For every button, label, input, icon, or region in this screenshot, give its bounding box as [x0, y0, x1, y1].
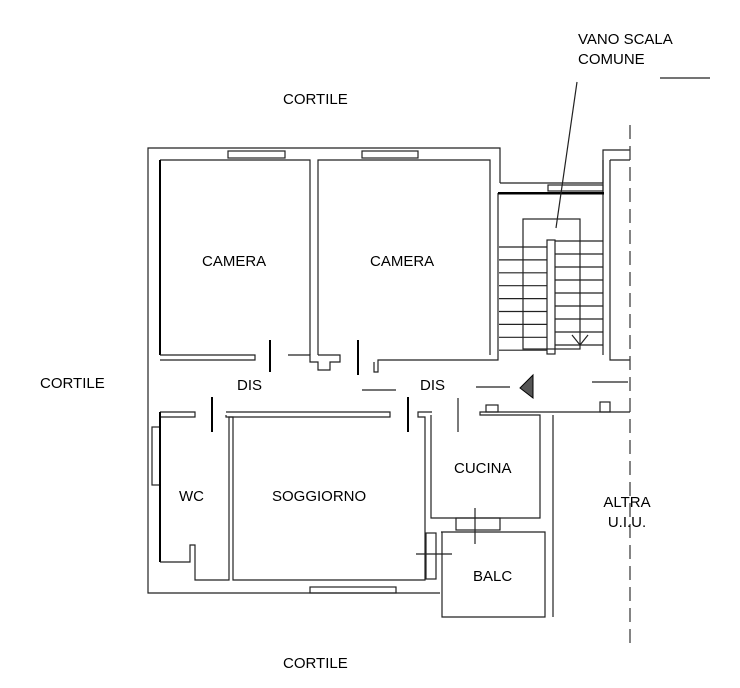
- label-vano-scala: VANO SCALA COMUNE: [578, 30, 673, 70]
- label-cortile-top: CORTILE: [283, 91, 348, 108]
- label-vano-scala-line2: COMUNE: [578, 51, 645, 68]
- label-dis-right: DIS: [420, 377, 446, 394]
- label-cortile-bottom: CORTILE: [283, 655, 348, 672]
- label-dis-left: DIS: [237, 377, 263, 394]
- label-cortile-left: CORTILE: [40, 375, 105, 392]
- label-vano-scala-line1: VANO SCALA: [578, 31, 673, 48]
- label-balc: BALC: [473, 568, 513, 585]
- label-cucina: CUCINA: [454, 460, 512, 477]
- staircase: [498, 192, 604, 355]
- label-altra-line2: U.I.U.: [607, 514, 647, 531]
- label-altra-line1: ALTRA: [603, 494, 651, 511]
- label-altra-uiu: ALTRA U.I.U.: [592, 493, 662, 533]
- interior-walls: [159, 340, 630, 618]
- leader-line: [555, 81, 578, 229]
- entrance-arrow-icon: [519, 373, 534, 400]
- label-camera-right: CAMERA: [370, 253, 435, 270]
- label-camera-left: CAMERA: [202, 253, 267, 270]
- label-wc: WC: [179, 488, 204, 505]
- outer-walls: [147, 147, 630, 594]
- label-soggiorno: SOGGIORNO: [272, 488, 367, 505]
